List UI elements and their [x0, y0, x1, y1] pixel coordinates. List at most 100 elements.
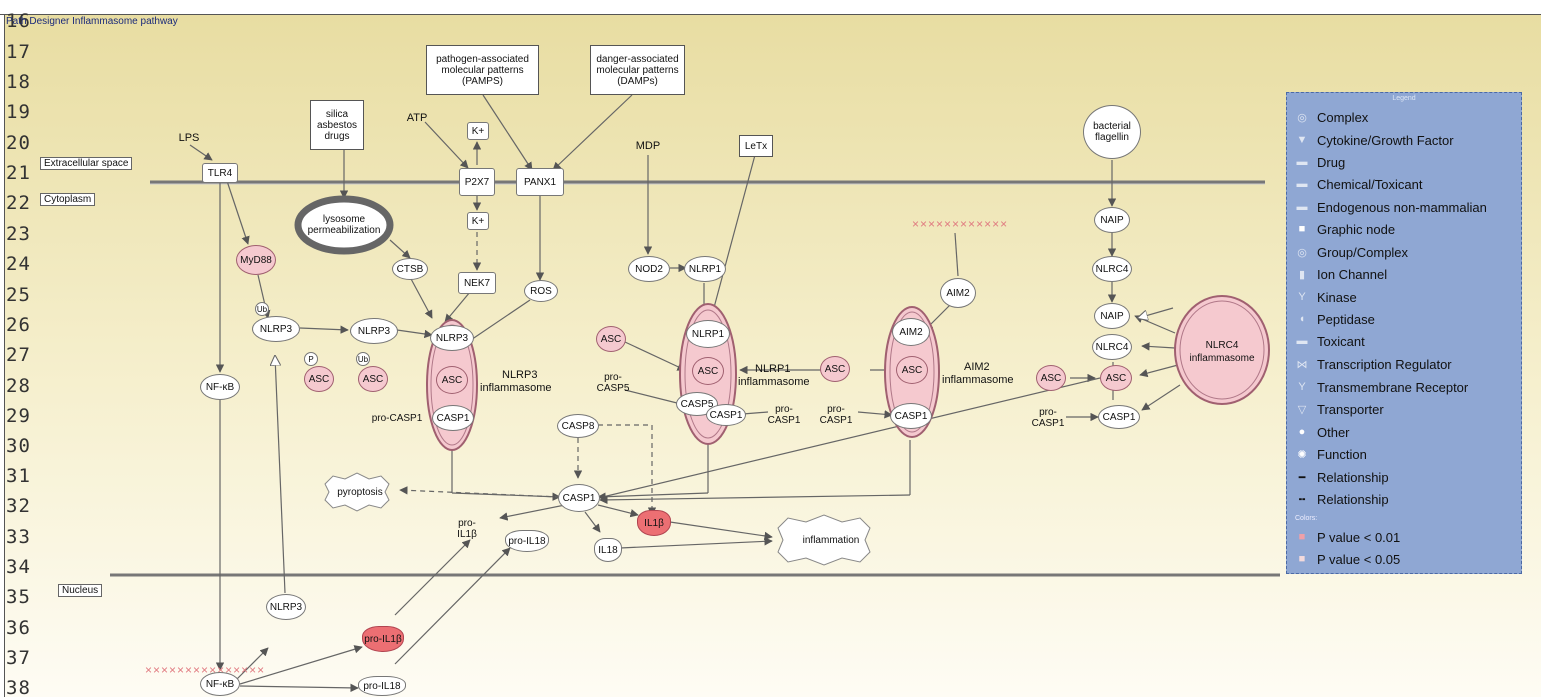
legend-item: ■ Graphic node [1295, 219, 1395, 239]
pyroptosis-label: pyroptosis [337, 486, 383, 498]
damps-line: danger-associated [596, 53, 679, 65]
casp1-node[interactable]: CASP1 [1098, 405, 1140, 429]
tlr4-node[interactable]: TLR4 [202, 163, 238, 183]
il18-node[interactable]: IL18 [594, 538, 622, 562]
asc-node[interactable]: ASC [436, 366, 468, 394]
casp1-node[interactable]: CASP1 [706, 404, 746, 426]
inflammation-label: inflammation [802, 534, 860, 546]
legend-label: Drug [1317, 154, 1346, 170]
line-number: 20 [6, 132, 31, 154]
nfkb-cytoplasm-node[interactable]: NF-κB [200, 374, 240, 400]
naip-top-node[interactable]: NAIP [1094, 207, 1130, 233]
naip-mid-node[interactable]: NAIP [1094, 303, 1130, 329]
toxicant-icon: ▬ [1296, 335, 1308, 347]
endogenous-icon: ▬ [1296, 201, 1308, 213]
nlrc4-top-node[interactable]: NLRC4 [1092, 256, 1132, 282]
procasp5-line: pro- [604, 372, 622, 383]
line-number: 31 [6, 465, 31, 487]
lysosome-permeabilization-node[interactable] [294, 195, 394, 255]
pro-casp1-node[interactable]: pro-CASP1 [766, 402, 802, 428]
legend-label: Cytokine/Growth Factor [1317, 132, 1454, 148]
pro-il18-nucleus-node[interactable]: pro-IL18 [358, 676, 406, 696]
nlrp3-nucleus-node[interactable]: NLRP3 [266, 594, 306, 620]
pro-il1b-nucleus-node[interactable]: pro-IL1β [362, 626, 404, 652]
asc-node[interactable]: ASC [304, 366, 334, 392]
aim2-in-complex-node[interactable]: AIM2 [892, 318, 930, 346]
inflammation-function-node[interactable] [777, 514, 871, 566]
kinase-icon: Y [1298, 291, 1306, 303]
line-number: 16 [6, 10, 31, 32]
myd88-node[interactable]: MyD88 [236, 245, 276, 275]
nlrc4-inflammasome-complex[interactable] [1174, 295, 1270, 405]
asc-node[interactable]: ASC [1036, 365, 1066, 391]
pro-casp1-node[interactable]: pro-CASP1 [1030, 405, 1066, 431]
nlrp1-in-complex-node[interactable]: NLRP1 [686, 320, 730, 348]
casp1-node[interactable]: CASP1 [890, 403, 932, 429]
nod2-node[interactable]: NOD2 [628, 256, 670, 282]
pro-il18-cytoplasm-node[interactable]: pro-IL18 [505, 530, 549, 552]
asc-node[interactable]: ASC [692, 357, 724, 385]
casp1-center-node[interactable]: CASP1 [558, 484, 600, 512]
legend-item: ━Relationship [1295, 467, 1389, 487]
ros-node[interactable]: ROS [524, 280, 558, 302]
nek7-node[interactable]: NEK7 [458, 272, 496, 294]
pyroptosis-function-node[interactable] [324, 472, 390, 512]
pro-il1b-label: pro-IL1β [457, 518, 477, 540]
lysosome-line: lysosome [322, 214, 366, 225]
aim2-node[interactable]: AIM2 [940, 278, 976, 308]
silica-line: silica [325, 108, 349, 120]
complex-icon: ◎ [1297, 111, 1307, 124]
legend-label: Group/Complex [1317, 244, 1409, 260]
asc-node[interactable]: ASC [596, 326, 626, 352]
legend-item: ◎Group/Complex [1295, 242, 1408, 262]
casp8-node[interactable]: CASP8 [557, 414, 599, 438]
asc-node[interactable]: ASC [1100, 365, 1132, 391]
cytoplasm-label: Cytoplasm [40, 193, 96, 206]
nlrc4-mid-node[interactable]: NLRC4 [1092, 334, 1132, 360]
line-number: 21 [6, 162, 31, 184]
function-icon: ✺ [1297, 448, 1307, 461]
colors-label: Colors: [1295, 515, 1318, 522]
graphic-node-icon: ■ [1298, 223, 1306, 235]
atp-node[interactable]: ATP [406, 111, 428, 124]
legend-label: P value < 0.01 [1317, 529, 1401, 545]
kplus-bottom-node[interactable]: K+ [467, 212, 489, 230]
nfkb-nucleus-node[interactable]: NF-κB [200, 672, 240, 696]
nlrp3-node[interactable]: NLRP3 [252, 316, 300, 342]
left-border [4, 14, 5, 697]
pro-casp1-node[interactable]: pro-CASP1 [371, 412, 423, 424]
line-number: 38 [6, 677, 31, 699]
mdp-node[interactable]: MDP [635, 139, 661, 152]
lysosome-line: permeabilization [307, 225, 381, 236]
nlrp1-node[interactable]: NLRP1 [684, 256, 726, 282]
nlrp3-in-complex-node[interactable]: NLRP3 [430, 325, 474, 351]
il1b-node[interactable]: IL1β [637, 510, 671, 536]
panx1-node[interactable]: PANX1 [516, 168, 564, 196]
casp1-node[interactable]: CASP1 [432, 405, 474, 431]
legend-item: ▬Chemical/Toxicant [1295, 174, 1423, 194]
p2x7-node[interactable]: P2X7 [459, 168, 495, 196]
legend-label: Relationship [1317, 469, 1389, 485]
legend-item: ◎Complex [1295, 107, 1368, 127]
asc-node[interactable]: ASC [358, 366, 388, 392]
letx-node[interactable]: LeTx [739, 135, 773, 157]
nucleus-label: Nucleus [58, 584, 103, 597]
legend-item: ╍Relationship [1295, 489, 1389, 509]
damps-line: molecular patterns [596, 64, 679, 76]
ctsb-node[interactable]: CTSB [392, 258, 428, 280]
asc-node[interactable]: ASC [896, 356, 928, 384]
legend-label: Peptidase [1317, 311, 1375, 327]
asc-node[interactable]: ASC [820, 356, 850, 382]
lps-node[interactable]: LPS [178, 131, 200, 144]
pro-casp1-node[interactable]: pro-CASP1 [818, 402, 854, 428]
pro-casp5-node[interactable]: pro-CASP5 [596, 370, 630, 396]
pro-il1b-cytoplasm-node[interactable]: pro-IL1β [448, 515, 488, 543]
kplus-top-node[interactable]: K+ [467, 122, 489, 140]
nlrp3-node[interactable]: NLRP3 [350, 318, 398, 344]
legend-label: Graphic node [1317, 221, 1396, 237]
